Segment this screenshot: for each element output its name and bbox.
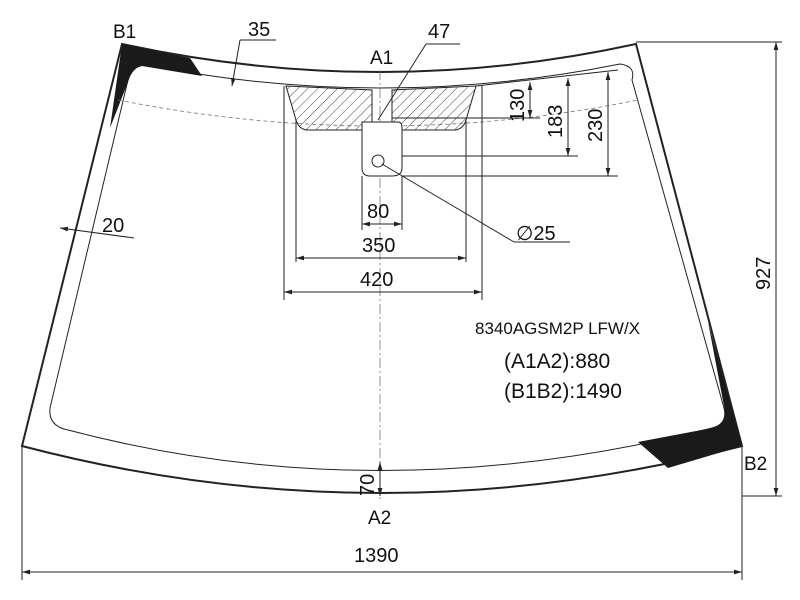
black-band-top-left bbox=[110, 44, 202, 128]
a1a2-length: (A1A2):880 bbox=[504, 350, 610, 373]
dim-label-183: 183 bbox=[545, 105, 567, 138]
dim-label-80: 80 bbox=[367, 201, 389, 223]
label-a2: A2 bbox=[368, 508, 391, 529]
dim-label-130: 130 bbox=[507, 89, 529, 122]
b1b2-length: (B1B2):1490 bbox=[504, 380, 622, 403]
circle-leader-line bbox=[381, 163, 515, 243]
dim-line-20 bbox=[59, 226, 135, 239]
sensor-mount-circle bbox=[371, 154, 385, 168]
dim-label-20: 20 bbox=[102, 215, 124, 237]
hatched-area-right bbox=[391, 85, 477, 131]
dim-label-927: 927 bbox=[753, 257, 775, 290]
dim-label-70: 70 bbox=[357, 474, 379, 496]
circle-diameter-label: ∅25 bbox=[516, 223, 556, 245]
sensor-block bbox=[361, 121, 403, 177]
dim-line-47 bbox=[377, 43, 427, 121]
dim-line-35 bbox=[231, 39, 241, 87]
label-a1: A1 bbox=[370, 48, 393, 69]
black-band-bottom-right bbox=[638, 322, 742, 468]
dim-label-35: 35 bbox=[248, 19, 270, 41]
dim-label-47: 47 bbox=[428, 21, 450, 43]
label-b2: B2 bbox=[744, 454, 767, 475]
hatched-area-left bbox=[285, 85, 373, 131]
dim-label-230: 230 bbox=[585, 109, 607, 142]
dim-label-350: 350 bbox=[362, 235, 395, 257]
dim-label-420: 420 bbox=[360, 269, 393, 291]
label-b1: B1 bbox=[113, 22, 136, 43]
part-code: 8340AGSM2P LFW/X bbox=[475, 319, 640, 338]
dim-label-1390: 1390 bbox=[354, 545, 399, 567]
